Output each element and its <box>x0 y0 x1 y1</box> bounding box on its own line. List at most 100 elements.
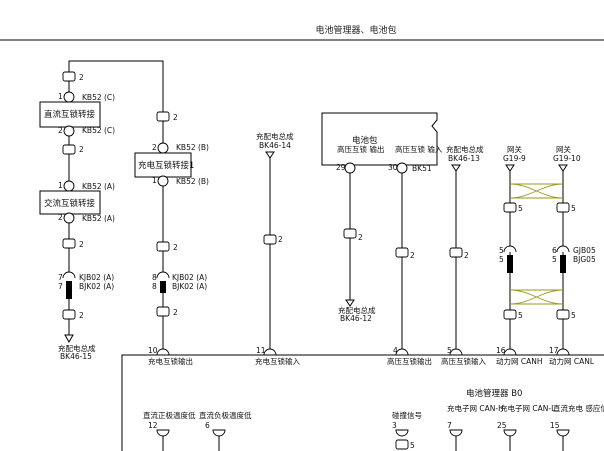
connector-top-left <box>62 71 76 82</box>
bms-pin-label: 充电子网 CAN-L <box>500 403 556 413</box>
pin-number: 5 <box>499 255 504 264</box>
bms-pin-label: 直流充电 感应信号 <box>553 403 604 413</box>
splice-pack-30 <box>395 247 409 258</box>
splice-label: 5 <box>518 204 523 213</box>
harness-code: BK46-15 <box>60 352 92 361</box>
battery-pack-title: 电池包 <box>352 135 378 146</box>
pin-pack-29 <box>344 162 356 174</box>
bms-pin-number: 25 <box>497 421 507 430</box>
splice-label: 2 <box>173 308 178 317</box>
bms-pin-label: 直流负极温度低 <box>199 410 252 420</box>
splice-can-l-2 <box>556 309 570 320</box>
bms-bottom-pin <box>212 429 226 437</box>
splice-label: 5 <box>571 204 576 213</box>
pin-number: 29 <box>336 163 346 172</box>
twisted-pair-upper <box>509 183 564 199</box>
pin-number: 1 <box>58 181 63 190</box>
splice-label: 5 <box>571 311 576 320</box>
pin-number: 7 <box>58 273 63 282</box>
harness-label: 充配电总成 <box>338 305 376 315</box>
connector-name: KB52 (B) <box>176 177 209 186</box>
splice-bk46-13 <box>449 247 463 258</box>
connector-name: BJG05 <box>573 255 596 264</box>
bms-top-pin <box>395 348 409 356</box>
bms-top-pin <box>263 348 277 356</box>
inline-connector-mid-top <box>156 271 170 279</box>
pack-connector: BK51 <box>412 164 432 173</box>
splice-label: 2 <box>278 235 283 244</box>
splice-label: 5 <box>518 311 523 320</box>
charge-interlock-label: 充电互锁转接1 <box>138 160 194 171</box>
wire-loop-top <box>68 60 164 112</box>
splice-charge-1 <box>156 241 170 252</box>
bms-bottom-pin <box>156 429 170 437</box>
bms-pin-number: 15 <box>550 421 560 430</box>
ac-interlock-label: 交流互锁转接 <box>44 198 96 209</box>
pin-ac-top <box>63 180 75 192</box>
pin-pack-30 <box>396 162 408 174</box>
connector-name: BJK02 (A) <box>172 282 207 291</box>
connector-name: KJB02 (A) <box>172 273 207 282</box>
harness-label: 充配电总成 <box>446 144 484 154</box>
bms-pin-number: 17 <box>549 346 559 355</box>
pin-number: 2 <box>152 143 157 152</box>
inline-connector-can-l-top <box>556 245 570 253</box>
pack-pin-label: 高压互锁 输入 <box>395 144 443 154</box>
splice-can-h-1 <box>503 202 517 213</box>
bms-title: 电池管理器 B0 <box>466 388 522 399</box>
splice-can-l-1 <box>556 202 570 213</box>
bms-pin-label: 充电互锁输入 <box>255 356 300 366</box>
bms-pin-number: 5 <box>447 346 452 355</box>
splice-left-2 <box>62 238 76 249</box>
bms-bottom-pin <box>503 429 517 437</box>
splice-left-3 <box>62 309 76 320</box>
splice-label: 2 <box>79 145 84 154</box>
pin-number: 5 <box>552 255 557 264</box>
pin-number: 30 <box>388 163 398 172</box>
bms-top-pin <box>449 348 463 356</box>
arrow-gateway-2 <box>558 164 568 172</box>
pin-dc-bottom <box>63 125 75 137</box>
bms-top-pin <box>556 348 570 356</box>
page-title: 电池管理器、电池包 <box>315 24 396 36</box>
bms-top-pin <box>503 348 517 356</box>
connector-pin-label: 2 <box>79 73 84 82</box>
connector-name: GJB05 <box>573 246 596 255</box>
gateway-label: 网关 <box>556 144 571 154</box>
splice-label: 2 <box>358 233 363 242</box>
gateway-code: G19-9 <box>503 154 526 163</box>
bms-pin-number: 11 <box>256 346 266 355</box>
gateway-code: G19-10 <box>553 154 581 163</box>
connector-name: KB52 (A) <box>82 182 115 191</box>
inline-connector-mid-body <box>160 281 166 293</box>
splice-left-1 <box>62 144 76 155</box>
bms-pin-number: 12 <box>148 421 158 430</box>
bms-pin-label: 高压互锁输出 <box>387 356 432 366</box>
harness-code: BK46-14 <box>259 141 291 150</box>
splice-label: 2 <box>464 251 469 260</box>
inline-connector-can-h-top <box>503 245 517 253</box>
pin-charge-bottom <box>157 175 169 187</box>
pin-ac-bottom <box>63 212 75 224</box>
splice-can-h-2 <box>503 309 517 320</box>
splice-bms-bottom <box>395 439 409 450</box>
connector-name: KB52 (A) <box>82 214 115 223</box>
bms-pin-label: 高压互锁输入 <box>441 356 486 366</box>
arrow-gateway-1 <box>505 164 515 172</box>
harness-label: 充配电总成 <box>256 131 294 141</box>
splice-label: 2 <box>79 240 84 249</box>
connector-name: BJK02 (A) <box>79 282 114 291</box>
arrow-bk46-12 <box>345 299 355 307</box>
dc-interlock-adapter <box>39 101 101 128</box>
pin-number: 1 <box>152 176 157 185</box>
bms-pin-number: 3 <box>392 421 397 430</box>
arrow-bk46-13 <box>451 164 461 172</box>
bms-pin-number: 6 <box>205 421 210 430</box>
splice-label: 2 <box>173 243 178 252</box>
pin-number: 8 <box>152 273 157 282</box>
splice-label: 2 <box>410 251 415 260</box>
pin-number: 5 <box>499 246 504 255</box>
bms-bottom-pin <box>556 429 570 437</box>
bms-box <box>121 354 604 451</box>
